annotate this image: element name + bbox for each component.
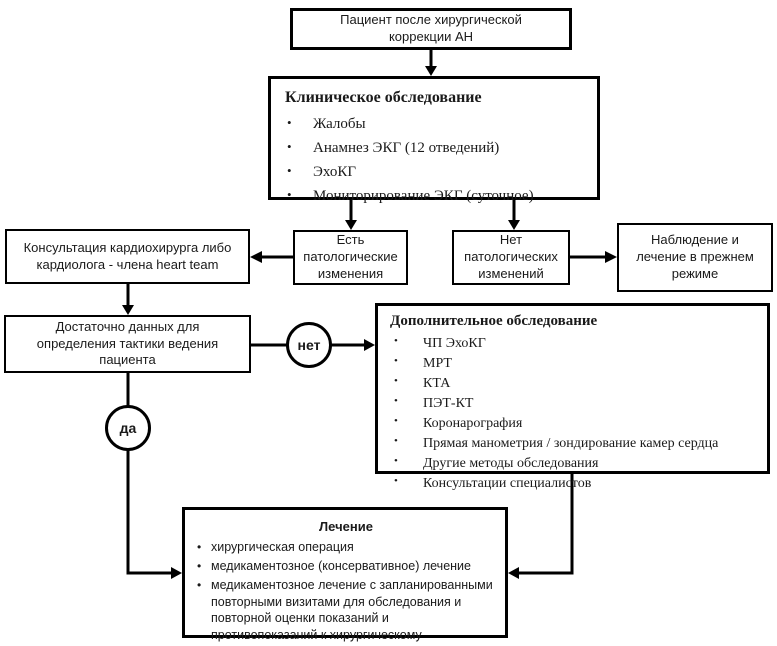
- list-item-label: Коронарография: [423, 415, 523, 431]
- list-item-label: Прямая манометрия / зондирование камер с…: [423, 435, 719, 451]
- list-item: • ПЭТ-КТ: [390, 395, 759, 412]
- list-item: • Мониторирование ЭКГ (суточное): [285, 187, 589, 205]
- list-item: • ЭхоКГ: [285, 163, 589, 181]
- list-item-label: КТА: [423, 375, 451, 391]
- decision-no-label: нет: [297, 337, 321, 353]
- list-item: • КТА: [390, 375, 759, 392]
- list-item-label: Мониторирование ЭКГ (суточное): [313, 187, 534, 204]
- list-item-label: ЧП ЭхоКГ: [423, 335, 486, 351]
- node-patient-label: Пациент после хирургической коррекции АН: [340, 12, 522, 44]
- bullet-icon: •: [197, 558, 202, 573]
- decision-yes-label: да: [119, 420, 137, 436]
- node-consult-label: Консультация кардиохирурга либо кардиоло…: [23, 239, 232, 272]
- node-no-changes: Нет патологических изменений: [452, 230, 570, 285]
- arrow-consult-to-enough-data: [122, 284, 134, 315]
- bullet-icon: •: [394, 475, 398, 488]
- arrow-changes-found-to-consult: [250, 251, 293, 263]
- bullet-icon: •: [287, 162, 292, 178]
- node-enough-data: Достаточно данных для определения тактик…: [4, 315, 251, 373]
- node-patient: Пациент после хирургической коррекции АН: [290, 8, 572, 50]
- node-consult-heart-team: Консультация кардиохирурга либо кардиоло…: [5, 229, 250, 284]
- list-item-label: ПЭТ-КТ: [423, 395, 474, 411]
- node-observation: Наблюдение и лечение в прежнем режиме: [617, 223, 773, 292]
- bullet-icon: •: [394, 374, 398, 387]
- list-item: • Жалобы: [285, 115, 589, 133]
- bullet-icon: •: [197, 577, 202, 592]
- node-clinical-exam-title: Клиническое обследование: [285, 89, 482, 106]
- bullet-icon: •: [394, 454, 398, 467]
- arrow-no-circle-to-additional: [331, 339, 375, 351]
- node-clinical-exam: Клиническое обследование • Жалобы • Анам…: [268, 76, 600, 204]
- list-item-label: Анамнез ЭКГ (12 отведений): [313, 139, 500, 156]
- list-item-label: медикаментозное (консервативное) лечение: [211, 558, 471, 573]
- bullet-icon: •: [287, 114, 292, 130]
- node-changes-found-label: Есть патологические изменения: [303, 232, 398, 281]
- bullet-icon: •: [394, 414, 398, 427]
- bullet-icon: •: [287, 138, 292, 154]
- bullet-icon: •: [394, 394, 398, 407]
- node-no-changes-label: Нет патологических изменений: [464, 232, 558, 281]
- node-additional-exam-title: Дополнительное обследование: [390, 313, 598, 329]
- node-treatment: Лечение • хирургическая операция • медик…: [182, 507, 508, 646]
- list-item-label: медикаментозное лечение с запланированны…: [211, 577, 493, 646]
- decision-yes-circle: да: [105, 405, 151, 451]
- arrow-additional-to-treatment: [508, 474, 574, 579]
- bullet-icon: •: [394, 334, 398, 347]
- list-item: • медикаментозное (консервативное) лечен…: [197, 558, 495, 575]
- node-observation-label: Наблюдение и лечение в прежнем режиме: [636, 232, 754, 281]
- bullet-icon: •: [197, 539, 202, 554]
- arrow-clinical-to-no-changes: [508, 200, 520, 230]
- arrow-clinical-to-changes-found: [345, 200, 357, 230]
- bullet-icon: •: [287, 186, 292, 202]
- list-item: • медикаментозное лечение с запланирован…: [197, 577, 495, 646]
- bullet-icon: •: [394, 354, 398, 367]
- arrow-yes-circle-to-treatment: [126, 450, 182, 579]
- node-treatment-title: Лечение: [319, 519, 373, 534]
- node-changes-found: Есть патологические изменения: [293, 230, 408, 285]
- list-item: • Прямая манометрия / зондирование камер…: [390, 435, 759, 452]
- bullet-icon: •: [394, 434, 398, 447]
- arrow-patient-to-clinical: [425, 50, 437, 76]
- list-item: • Анамнез ЭКГ (12 отведений): [285, 139, 589, 157]
- list-item: • МРТ: [390, 355, 759, 372]
- list-item: • Коронарография: [390, 415, 759, 432]
- list-item-label: хирургическая операция: [211, 539, 354, 554]
- list-item-label: Жалобы: [313, 115, 366, 132]
- decision-no-circle: нет: [286, 322, 332, 368]
- list-item: • Другие методы обследования: [390, 455, 759, 472]
- list-item-label: Другие методы обследования: [423, 455, 599, 471]
- list-item-label: МРТ: [423, 355, 452, 371]
- list-item-label: ЭхоКГ: [313, 163, 357, 180]
- list-item: • хирургическая операция: [197, 539, 495, 556]
- list-item-label: Консультации специалистов: [423, 476, 592, 492]
- node-additional-exam: Дополнительное обследование • ЧП ЭхоКГ •…: [375, 303, 770, 491]
- node-enough-data-label: Достаточно данных для определения тактик…: [36, 318, 219, 368]
- list-item: • ЧП ЭхоКГ: [390, 335, 759, 352]
- arrow-no-changes-to-observation: [570, 251, 617, 263]
- list-item: • Консультации специалистов: [390, 475, 759, 492]
